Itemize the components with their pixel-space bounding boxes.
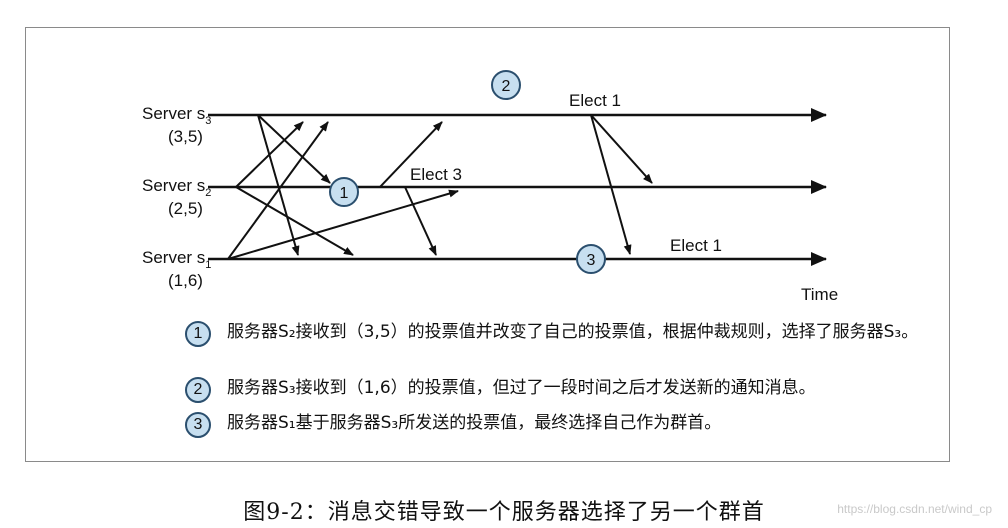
- badge-1: 1: [329, 177, 359, 207]
- legend-text-2: 服务器S₃接收到（1,6）的投票值，但过了一段时间之后才发送新的通知消息。: [227, 378, 816, 398]
- elect1-top-label: Elect 1: [569, 91, 621, 110]
- watermark-text: https://blog.csdn.net/wind_cp: [837, 502, 992, 516]
- elect1-bottom-label: Elect 1: [670, 236, 722, 255]
- server-s3-votes: (3,5): [168, 127, 203, 146]
- svg-text:1: 1: [340, 185, 349, 202]
- legend-number-2: 2: [185, 377, 211, 403]
- message-s3-elect1-to-s2: [590, 114, 653, 184]
- server-s1-votes: (1,6): [168, 271, 203, 290]
- legend-item-1: 1 服务器S₂接收到（3,5）的投票值并改变了自己的投票值，根据仲裁规则，选择了…: [185, 319, 945, 371]
- message-s2-elect3-to-s3: [379, 121, 443, 188]
- time-axis-label: Time: [801, 285, 838, 304]
- message-s3-elect1-to-s1: [590, 114, 632, 255]
- message-s2-to-s1: [235, 186, 354, 256]
- message-s2-elect3-to-s1: [404, 186, 437, 256]
- server-s2-label: Server s2: [142, 176, 211, 199]
- legend-number-1: 1: [185, 321, 211, 347]
- svg-text:3: 3: [587, 252, 596, 269]
- figure-caption: 图9-2：消息交错导致一个服务器选择了另一个群首: [243, 500, 765, 525]
- badge-3: 3: [576, 244, 606, 274]
- legend-text-3: 服务器S₁基于服务器S₃所发送的投票值，最终选择自己作为群首。: [227, 413, 722, 433]
- badge-2: 2: [491, 70, 521, 100]
- elect3-label: Elect 3: [410, 165, 462, 184]
- message-s3-to-s1: [257, 114, 300, 256]
- legend-item-2: 2 服务器S₃接收到（1,6）的投票值，但过了一段时间之后才发送新的通知消息。: [185, 375, 945, 403]
- message-s2-to-s3: [235, 121, 304, 188]
- message-s1-to-s3: [227, 121, 329, 260]
- svg-text:2: 2: [502, 78, 511, 95]
- legend-item-3: 3 服务器S₁基于服务器S₃所发送的投票值，最终选择自己作为群首。: [185, 410, 945, 438]
- server-s3-label: Server s3: [142, 104, 211, 127]
- message-s3-to-s2: [257, 114, 331, 184]
- figure-frame: [25, 27, 950, 462]
- legend-number-3: 3: [185, 412, 211, 438]
- message-s1-to-s2: [227, 189, 459, 260]
- legend-text-1: 服务器S₂接收到（3,5）的投票值并改变了自己的投票值，根据仲裁规则，选择了服务…: [227, 322, 919, 342]
- server-s2-votes: (2,5): [168, 199, 203, 218]
- server-s1-label: Server s1: [142, 248, 211, 271]
